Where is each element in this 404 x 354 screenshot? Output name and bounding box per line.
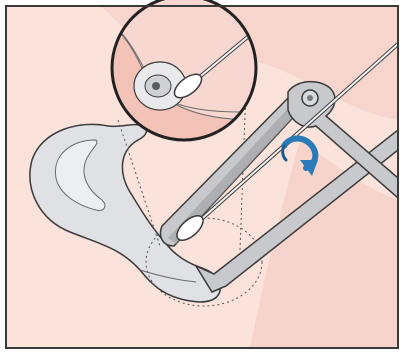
- zoom-cervical-os: [152, 82, 160, 90]
- zoom-inset-circle: [110, 0, 256, 140]
- speculum-hinge-screw-center: [307, 95, 313, 101]
